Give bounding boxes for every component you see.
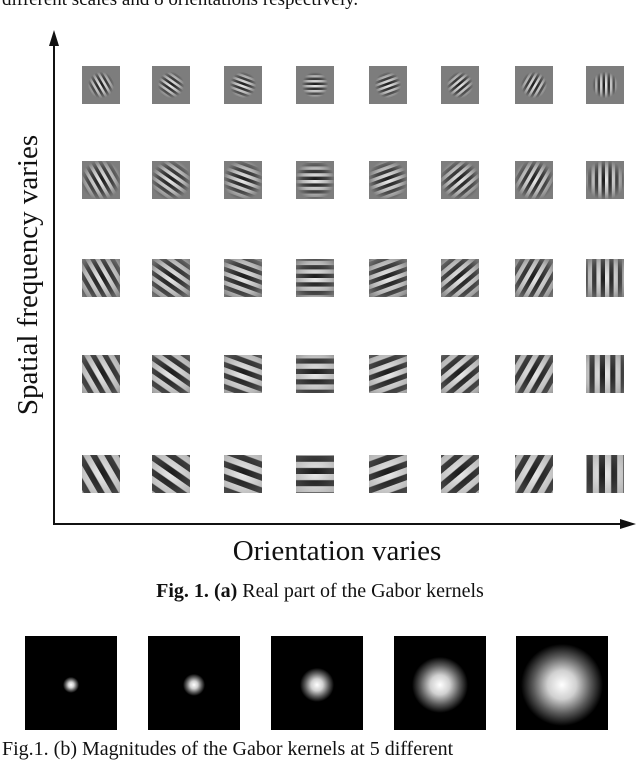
gabor-kernel-tile xyxy=(82,66,120,104)
gabor-magnitude-row xyxy=(0,636,640,736)
gabor-kernel-tile xyxy=(152,355,190,393)
gabor-kernel-tile xyxy=(515,259,553,297)
gabor-kernel-tile xyxy=(586,259,624,297)
y-axis-arrow xyxy=(49,30,59,46)
gabor-kernel-tile xyxy=(152,259,190,297)
gabor-kernel-tile xyxy=(224,259,262,297)
gabor-kernel-tile xyxy=(515,355,553,393)
gabor-kernel-tile xyxy=(515,455,553,493)
gabor-kernel-tile xyxy=(82,355,120,393)
gabor-kernel-tile xyxy=(369,355,407,393)
gabor-magnitude-panel xyxy=(516,636,608,730)
gabor-kernel-tile xyxy=(441,161,479,199)
caption-figure-number: Fig. 1. xyxy=(156,580,209,602)
gabor-kernel-tile xyxy=(82,455,120,493)
x-axis-arrow xyxy=(620,519,636,529)
gabor-kernel-tile xyxy=(296,66,334,104)
gabor-kernel-tile xyxy=(369,66,407,104)
gabor-magnitude-panel xyxy=(148,636,240,730)
gabor-kernel-tile xyxy=(296,161,334,199)
caption-part-label: (a) xyxy=(213,580,238,602)
gabor-kernel-tile xyxy=(224,455,262,493)
caption-text: Real part of the Gabor kernels xyxy=(237,580,484,602)
gabor-kernel-tile xyxy=(82,161,120,199)
gabor-kernel-tile xyxy=(441,66,479,104)
gabor-kernel-grid xyxy=(82,66,624,493)
gabor-kernel-tile xyxy=(152,161,190,199)
x-axis-label: Orientation varies xyxy=(233,535,442,567)
gabor-kernel-tile xyxy=(296,259,334,297)
gabor-kernel-tile xyxy=(82,259,120,297)
gabor-kernel-tile xyxy=(586,66,624,104)
figure-b-caption: Fig.1. (b) Magnitudes of the Gabor kerne… xyxy=(2,738,454,760)
gabor-kernel-tile xyxy=(224,355,262,393)
gabor-kernel-tile xyxy=(586,161,624,199)
figure-a-caption: Fig. 1. (a) Real part of the Gabor kerne… xyxy=(0,580,640,603)
gabor-kernel-tile xyxy=(515,161,553,199)
gabor-kernel-tile xyxy=(296,355,334,393)
gabor-kernel-tile xyxy=(224,66,262,104)
gabor-magnitude-panel xyxy=(271,636,363,730)
preceding-text-line: different scales and 8 orientations resp… xyxy=(0,0,640,12)
gabor-kernel-tile xyxy=(586,455,624,493)
gabor-kernel-tile xyxy=(441,259,479,297)
gabor-kernel-tile xyxy=(515,66,553,104)
gabor-kernel-tile xyxy=(224,161,262,199)
gabor-kernel-tile xyxy=(152,455,190,493)
gabor-magnitude-panel xyxy=(25,636,117,730)
gabor-real-part-figure: Spatial frequency varies Orientation var… xyxy=(12,30,636,567)
y-axis-label: Spatial frequency varies xyxy=(12,135,44,415)
gabor-magnitude-panel xyxy=(394,636,486,730)
gabor-kernel-tile xyxy=(296,455,334,493)
gabor-kernel-tile xyxy=(369,259,407,297)
gabor-kernel-tile xyxy=(369,161,407,199)
gabor-kernel-tile xyxy=(441,455,479,493)
gabor-kernel-tile xyxy=(369,455,407,493)
gabor-kernel-tile xyxy=(152,66,190,104)
gabor-kernel-tile xyxy=(441,355,479,393)
gabor-kernel-tile xyxy=(586,355,624,393)
